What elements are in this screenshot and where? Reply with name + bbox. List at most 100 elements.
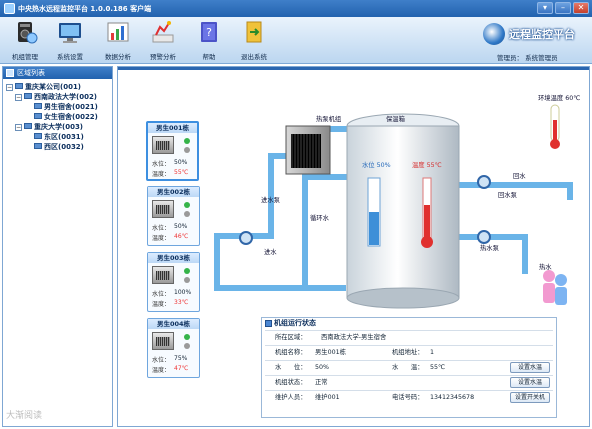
toolbar-label: 预警分析 bbox=[150, 53, 176, 61]
tree-node[interactable]: 东区(0031) bbox=[34, 132, 84, 142]
toolbar-warning-analysis[interactable]: 预警分析 bbox=[141, 19, 185, 61]
system-diagram bbox=[214, 104, 573, 309]
tree-node[interactable]: 女生宿舍(0022) bbox=[34, 112, 98, 122]
minimize-button[interactable]: – bbox=[555, 2, 571, 14]
level-value: 50% bbox=[315, 364, 329, 371]
tank-label: 保温箱 bbox=[386, 116, 405, 123]
tank-bottom bbox=[346, 287, 460, 309]
user-icon bbox=[543, 270, 555, 282]
tree-toggle-icon[interactable]: − bbox=[15, 94, 22, 101]
unit-temp-row: 温度：46℃ bbox=[152, 233, 189, 242]
heat-pump-label: 热泵机组 bbox=[316, 116, 342, 123]
main-top-bar bbox=[118, 67, 589, 70]
unit-level-row: 水位：100% bbox=[152, 289, 192, 298]
toolbar-label: 系统设置 bbox=[57, 53, 83, 61]
brand-name: 远程监控平台 bbox=[509, 28, 575, 41]
pipe bbox=[214, 285, 346, 291]
hot-water-users bbox=[543, 270, 567, 305]
status-row-name: 机组名称： 男生001栋 机组地址： 1 bbox=[265, 345, 553, 359]
help-book-icon: ? bbox=[201, 22, 217, 42]
unit-level-row: 水位：50% bbox=[152, 159, 188, 168]
return-water-label: 回水 bbox=[513, 173, 526, 180]
phone-value: 13412345678 bbox=[430, 394, 475, 401]
unit-name-value: 男生001栋 bbox=[315, 349, 346, 356]
unit-card-001[interactable]: 男生001栋 水位：50% 温度：55℃ bbox=[146, 121, 199, 181]
toolbar-data-analysis[interactable]: 数据分析 bbox=[96, 19, 140, 61]
unit-level-row: 水位：75% bbox=[152, 355, 188, 364]
status-panel-header: 机组运行状态 bbox=[262, 318, 556, 329]
inlet-pump-icon[interactable] bbox=[239, 231, 253, 245]
unit-card-003[interactable]: 男生003栋 水位：100% 温度：33℃ bbox=[147, 252, 200, 312]
status-row-level: 水 位： 50% 水 温： 55℃ 设置水温 bbox=[265, 360, 553, 374]
heat-pump-unit bbox=[285, 125, 331, 175]
set-power-button[interactable]: 设置开关机 bbox=[510, 392, 550, 403]
toolbar-exit[interactable]: 退出系统 bbox=[232, 19, 276, 61]
tree-node[interactable]: 西区(0032) bbox=[34, 142, 84, 152]
app-icon bbox=[4, 3, 15, 14]
tank-temp-fill bbox=[424, 205, 430, 237]
dropdown-button[interactable]: ▾ bbox=[537, 2, 553, 14]
status-off-icon bbox=[184, 277, 190, 283]
unit-machine-icon bbox=[152, 266, 174, 284]
toolbar-unit-management[interactable]: 机组管理 bbox=[3, 19, 47, 61]
status-panel-title: 机组运行状态 bbox=[274, 319, 316, 327]
toolbar-help[interactable]: ? 帮助 bbox=[187, 19, 231, 61]
brand-logo-icon bbox=[483, 23, 505, 45]
hot-water-pump-icon[interactable] bbox=[477, 230, 491, 244]
tank-temp-label: 温度 55℃ bbox=[412, 162, 442, 169]
unit-card-004[interactable]: 男生004栋 水位：75% 温度：47℃ bbox=[147, 318, 200, 378]
tree-node[interactable]: − 重庆大学(003) bbox=[15, 122, 83, 132]
status-row-staff: 维护人员： 维护001 电话号码： 13412345678 设置开关机 bbox=[265, 390, 553, 404]
status-ok-icon bbox=[184, 138, 190, 144]
staff-label: 维护人员： bbox=[275, 394, 307, 401]
pipe bbox=[302, 174, 347, 180]
unit-card-title: 男生002栋 bbox=[148, 187, 199, 197]
unit-address-label: 机组地址： bbox=[392, 349, 424, 356]
user-body bbox=[555, 287, 567, 305]
area-label: 所在区域： bbox=[275, 334, 307, 341]
pipe bbox=[302, 174, 308, 290]
area-list-panel: 区域列表 −重庆某公司(001) −西南政法大学(002) 男生宿舍(0021)… bbox=[2, 66, 113, 427]
level-label: 水 位： bbox=[275, 364, 307, 371]
tree-node[interactable]: −西南政法大学(002) bbox=[15, 92, 97, 102]
computer-icon bbox=[15, 83, 23, 89]
tree-node[interactable]: − 重庆某公司(001) bbox=[6, 82, 81, 92]
pumps bbox=[239, 175, 491, 245]
staff-value: 维护001 bbox=[315, 394, 340, 401]
tank-level-fill bbox=[369, 212, 379, 245]
area-value: 西南政法大学-男生宿舍 bbox=[321, 334, 387, 341]
env-thermometer-bulb bbox=[550, 139, 560, 149]
set-temp-button[interactable]: 设置水温 bbox=[510, 377, 550, 388]
tree-node[interactable]: 男生宿舍(0021) bbox=[34, 102, 98, 112]
tree-node-label: 重庆大学(003) bbox=[34, 123, 84, 131]
unit-card-002[interactable]: 男生002栋 水位：50% 温度：46℃ bbox=[147, 186, 200, 246]
phone-label: 电话号码： bbox=[392, 394, 424, 401]
main-toolbar: 机组管理 系统设置 数据分析 预警分析 ? 帮助 bbox=[0, 17, 592, 64]
unit-management-icon bbox=[18, 22, 38, 44]
set-level-button[interactable]: 设置水温 bbox=[510, 362, 550, 373]
toolbar-system-settings[interactable]: 系统设置 bbox=[48, 19, 92, 61]
unit-temp-row: 温度：33℃ bbox=[152, 299, 189, 308]
close-button[interactable]: ✕ bbox=[573, 2, 589, 14]
env-temp-label: 环境温度 60℃ bbox=[538, 95, 581, 102]
tree-toggle-icon[interactable]: − bbox=[6, 84, 13, 91]
thermometer-bulb bbox=[421, 236, 433, 248]
user-icon bbox=[555, 274, 567, 286]
status-ok-icon bbox=[184, 334, 190, 340]
pipe bbox=[214, 233, 220, 291]
computer-icon bbox=[24, 123, 32, 129]
pipe bbox=[567, 182, 573, 200]
computer-icon bbox=[24, 93, 32, 99]
unit-card-title: 男生001栋 bbox=[148, 123, 197, 133]
env-temp-fill bbox=[553, 120, 557, 140]
brand-area: 远程监控平台 管理员： 系统管理员 bbox=[483, 20, 589, 62]
unit-name-label: 机组名称： bbox=[275, 349, 307, 356]
return-pump-icon[interactable] bbox=[477, 175, 491, 189]
bar-chart-icon bbox=[107, 22, 129, 42]
window-title: 中央热水远程监控平台 1.0.0.186 客户端 bbox=[18, 5, 152, 13]
computer-icon bbox=[34, 113, 42, 119]
pipe bbox=[522, 234, 528, 274]
tree-toggle-icon[interactable]: − bbox=[15, 124, 22, 131]
monitor-main-area: 热泵机组 保温箱 环境温度 60℃ 进水泵 循环水 进水 水位 50% 温度 5… bbox=[117, 66, 590, 427]
tree-node-label: 重庆某公司(001) bbox=[25, 83, 82, 91]
